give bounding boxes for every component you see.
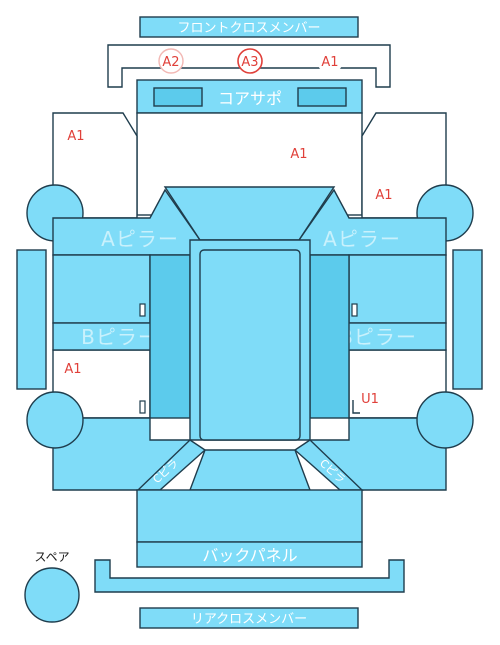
left-front-door[interactable] xyxy=(52,254,151,324)
front-code-a1[interactable]: A1 xyxy=(317,48,343,74)
core-support[interactable]: コアサポ xyxy=(136,79,363,114)
spare-label: スペア xyxy=(34,550,69,564)
right-side-sill[interactable] xyxy=(309,254,350,419)
code-right-rear: U1 xyxy=(361,392,379,407)
code-left-front-fender: A1 xyxy=(67,129,84,144)
a-pillar-left-label: Aピラー xyxy=(101,227,179,251)
left-rear-wheel[interactable] xyxy=(26,391,84,449)
code-right-front-fender: A1 xyxy=(375,188,392,203)
a-pillar-left[interactable]: Aピラー xyxy=(52,188,201,256)
left-rear-marker xyxy=(139,400,146,414)
right-front-door[interactable] xyxy=(348,254,447,324)
back-panel[interactable]: バックパネル xyxy=(136,541,363,568)
right-front-fender[interactable] xyxy=(361,112,447,219)
b-pillar-right-label: Bピラー xyxy=(339,325,417,349)
rear-glass[interactable] xyxy=(188,449,312,491)
b-pillar-left-label: Bピラー xyxy=(81,325,159,349)
rear-bumper[interactable] xyxy=(94,559,405,593)
svg-text:A2: A2 xyxy=(162,55,179,70)
left-side-sill[interactable] xyxy=(149,254,191,419)
core-support-label: コアサポ xyxy=(218,89,282,108)
code-hood: A1 xyxy=(290,147,307,162)
svg-text:A1: A1 xyxy=(321,55,338,70)
left-latch-marker xyxy=(139,303,146,317)
front-cross-member[interactable]: フロントクロスメンバー xyxy=(139,16,359,38)
front-bumper-outline[interactable] xyxy=(107,44,391,88)
left-side-skin[interactable] xyxy=(16,249,47,390)
a-pillar-right-label: Aピラー xyxy=(323,227,401,251)
spare-tire[interactable]: スペア xyxy=(24,550,80,623)
rear-cross-member[interactable]: リアクロスメンバー xyxy=(139,607,359,629)
front-cross-member-label: フロントクロスメンバー xyxy=(177,21,320,36)
right-side-skin[interactable] xyxy=(452,249,483,390)
trunk-lid[interactable] xyxy=(136,489,363,543)
right-rear-wheel[interactable] xyxy=(416,391,474,449)
front-code-a2[interactable]: A2 xyxy=(158,48,184,74)
roof-inner xyxy=(199,249,301,441)
front-code-a3[interactable]: A3 xyxy=(237,48,263,74)
right-rear-marker xyxy=(352,400,360,414)
code-left-rear: A1 xyxy=(64,362,81,377)
rear-cross-member-label: リアクロスメンバー xyxy=(191,612,307,627)
right-latch-marker xyxy=(351,303,358,317)
back-panel-label: バックパネル xyxy=(202,546,297,565)
svg-text:A3: A3 xyxy=(241,55,258,70)
